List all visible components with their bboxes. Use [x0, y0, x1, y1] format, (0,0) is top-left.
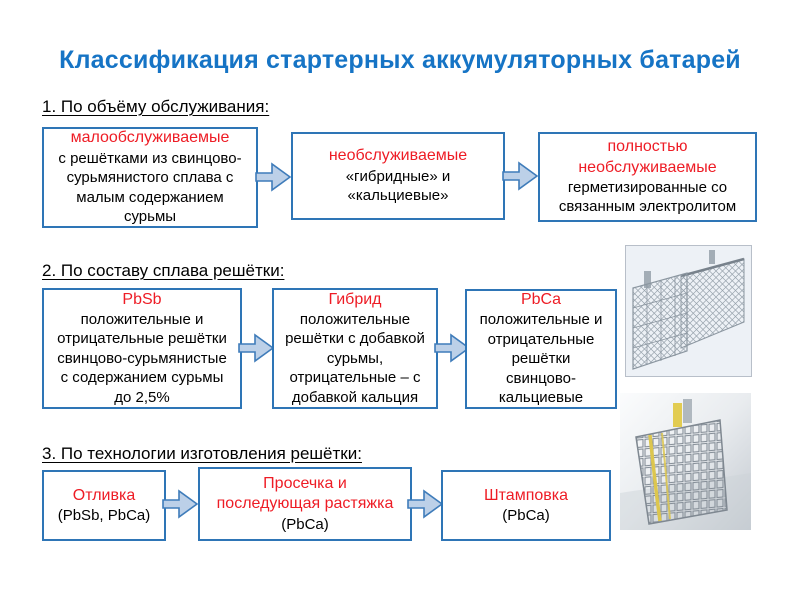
box-body: (PbCa) — [281, 515, 329, 533]
section-3-heading: 3. По технологии изготовления решётки: — [42, 444, 362, 463]
box-body: «гибридные» и «кальциевые» — [345, 167, 451, 205]
front-grid — [632, 271, 688, 370]
flow-box-pbca: PbCa положительные и отрицательные решёт… — [465, 289, 617, 409]
box-title: Отливка — [72, 486, 136, 504]
box-title: Просечка и последующая растяжка — [216, 474, 394, 513]
flow-arrow-icon — [162, 489, 198, 519]
flow-box-punch-stretch: Просечка и последующая растяжка (PbCa) — [198, 467, 412, 541]
flow-box-casting: Отливка (PbSb, PbCa) — [42, 470, 166, 541]
box-body: положительные и отрицательные решётки св… — [57, 310, 227, 406]
section-2-heading: 2. По составу сплава решётки: — [42, 261, 285, 280]
flow-box-pbsb: PbSb положительные и отрицательные решёт… — [42, 288, 242, 409]
flow-arrow-icon — [502, 161, 538, 191]
flow-arrow-icon — [238, 333, 274, 363]
box-body: положительные и отрицательные решётки св… — [479, 311, 603, 407]
box-title: Штамповка — [483, 486, 569, 504]
flow-arrow-icon — [407, 489, 443, 519]
section-1-heading: 1. По объёму обслуживания: — [42, 97, 270, 116]
box-body: (PbSb, PbCa) — [57, 506, 151, 524]
box-title: PbSb — [122, 290, 162, 308]
flow-arrow-icon — [434, 333, 470, 363]
box-title: Гибрид — [328, 290, 382, 308]
page-title: Классификация стартерных аккумуляторных … — [59, 46, 741, 74]
flow-box-low-maintenance: малообслуживаемые с решётками из свинцов… — [42, 127, 258, 228]
box-title: PbCa — [520, 291, 562, 309]
box-title: необслуживаемые — [328, 147, 468, 165]
box-body: герметизированные со связанным электроли… — [558, 178, 737, 216]
flow-box-maintenance-free: необслуживаемые «гибридные» и «кальциевы… — [291, 132, 505, 220]
box-body: положительные решётки с добавкой сурьмы,… — [285, 310, 425, 406]
flow-box-fully-maintenance-free: полностью необслуживаемые герметизирован… — [538, 132, 757, 222]
box-title: малообслуживаемые — [70, 129, 230, 147]
cast-mesh-battery-grids-image — [625, 245, 752, 377]
box-body: (PbCa) — [502, 506, 550, 524]
flow-box-hybrid: Гибрид положительные решётки с добавкой … — [272, 288, 438, 409]
box-body: с решётками из свинцово- сурьмянистого с… — [58, 149, 242, 226]
expanded-metal-battery-grid-image — [620, 393, 751, 530]
flow-box-stamping: Штамповка (PbCa) — [441, 470, 611, 541]
box-title: полностью необслуживаемые — [578, 138, 717, 176]
flow-arrow-icon — [255, 162, 291, 192]
